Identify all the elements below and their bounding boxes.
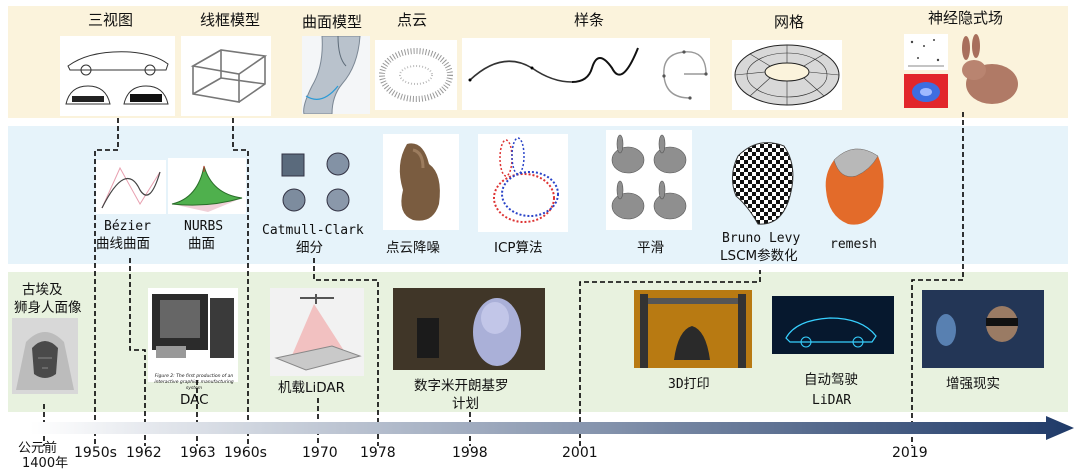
ar-image bbox=[922, 290, 1044, 368]
label-bezier-line2: 曲线曲面 bbox=[96, 236, 150, 252]
label-catmull-line2: 细分 bbox=[296, 240, 323, 256]
surface-model-image bbox=[302, 36, 370, 114]
label-dac: DAC bbox=[180, 392, 209, 408]
wireframe-image bbox=[181, 36, 271, 116]
label-catmull-line1: Catmull-Clark bbox=[262, 223, 364, 238]
smooth-bunnies-image bbox=[606, 130, 692, 230]
label-lscm-line1: Bruno Levy bbox=[722, 231, 801, 246]
label-icp: ICP算法 bbox=[494, 240, 543, 256]
year-1998: 1998 bbox=[452, 445, 488, 461]
year-2001: 2001 bbox=[562, 445, 598, 461]
label-airborne-lidar: 机载LiDAR bbox=[278, 380, 346, 396]
year-1962: 1962 bbox=[126, 445, 162, 461]
label-michelangelo-line2: 计划 bbox=[452, 396, 479, 412]
3d-printing-image bbox=[634, 290, 752, 368]
michelangelo-image bbox=[393, 288, 545, 370]
label-surface-model: 曲面模型 bbox=[302, 13, 363, 31]
year-1970: 1970 bbox=[302, 445, 338, 461]
label-michelangelo-line1: 数字米开朗基罗 bbox=[414, 378, 509, 394]
label-denoise: 点云降噪 bbox=[386, 240, 440, 256]
implicit-scatter-image bbox=[904, 34, 948, 70]
icp-image bbox=[478, 134, 568, 232]
catmull-clark-image bbox=[276, 148, 356, 214]
year-bc-line1: 公元前 bbox=[18, 441, 58, 456]
implicit-heatmap-image bbox=[904, 74, 948, 108]
nurbs-image bbox=[168, 158, 246, 214]
label-implicit: 神经隐式场 bbox=[928, 9, 1004, 27]
three-view-image bbox=[60, 36, 175, 116]
label-nurbs-line1: NURBS bbox=[184, 219, 224, 234]
lscm-image bbox=[728, 136, 800, 228]
spline-image bbox=[462, 38, 710, 110]
label-spline: 样条 bbox=[574, 11, 605, 29]
label-sphinx-line1: 古埃及 bbox=[22, 282, 63, 298]
year-1978: 1978 bbox=[360, 445, 396, 461]
point-cloud-image bbox=[375, 40, 457, 110]
label-autodrive-line1: 自动驾驶 bbox=[804, 372, 858, 388]
label-remesh: remesh bbox=[830, 237, 877, 252]
label-sphinx-line2: 狮身人面像 bbox=[14, 300, 82, 316]
mesh-torus-image bbox=[732, 40, 842, 110]
remesh-face-image bbox=[820, 140, 892, 230]
label-point-cloud: 点云 bbox=[397, 11, 428, 29]
year-2019: 2019 bbox=[892, 445, 928, 461]
dac-caption: Figure 2: The first production of an int… bbox=[154, 374, 234, 391]
year-1963: 1963 bbox=[180, 445, 216, 461]
label-mesh: 网格 bbox=[774, 13, 805, 31]
timeline-arrow bbox=[30, 416, 1074, 440]
airborne-lidar-image bbox=[270, 288, 364, 376]
sphinx-image bbox=[12, 318, 78, 394]
label-ar: 增强现实 bbox=[946, 376, 1000, 392]
label-nurbs-line2: 曲面 bbox=[188, 236, 215, 252]
year-1950s: 1950s bbox=[74, 445, 117, 461]
label-lscm-line2: LSCM参数化 bbox=[720, 248, 798, 264]
bezier-image bbox=[96, 160, 166, 214]
label-smooth: 平滑 bbox=[637, 240, 664, 256]
label-wireframe: 线框模型 bbox=[200, 11, 261, 29]
label-autodrive-line2: LiDAR bbox=[812, 393, 852, 408]
dac-image bbox=[148, 288, 238, 382]
year-1960s: 1960s bbox=[224, 445, 267, 461]
autodrive-lidar-image bbox=[772, 296, 894, 354]
point-cloud-denoise-image bbox=[383, 134, 459, 230]
year-bc-line2: 1400年 bbox=[22, 456, 69, 471]
label-three-view: 三视图 bbox=[88, 11, 134, 29]
bunny-render-image bbox=[952, 34, 1024, 108]
label-3d-printing: 3D打印 bbox=[668, 377, 710, 392]
label-bezier-line1: Bézier bbox=[104, 219, 151, 234]
